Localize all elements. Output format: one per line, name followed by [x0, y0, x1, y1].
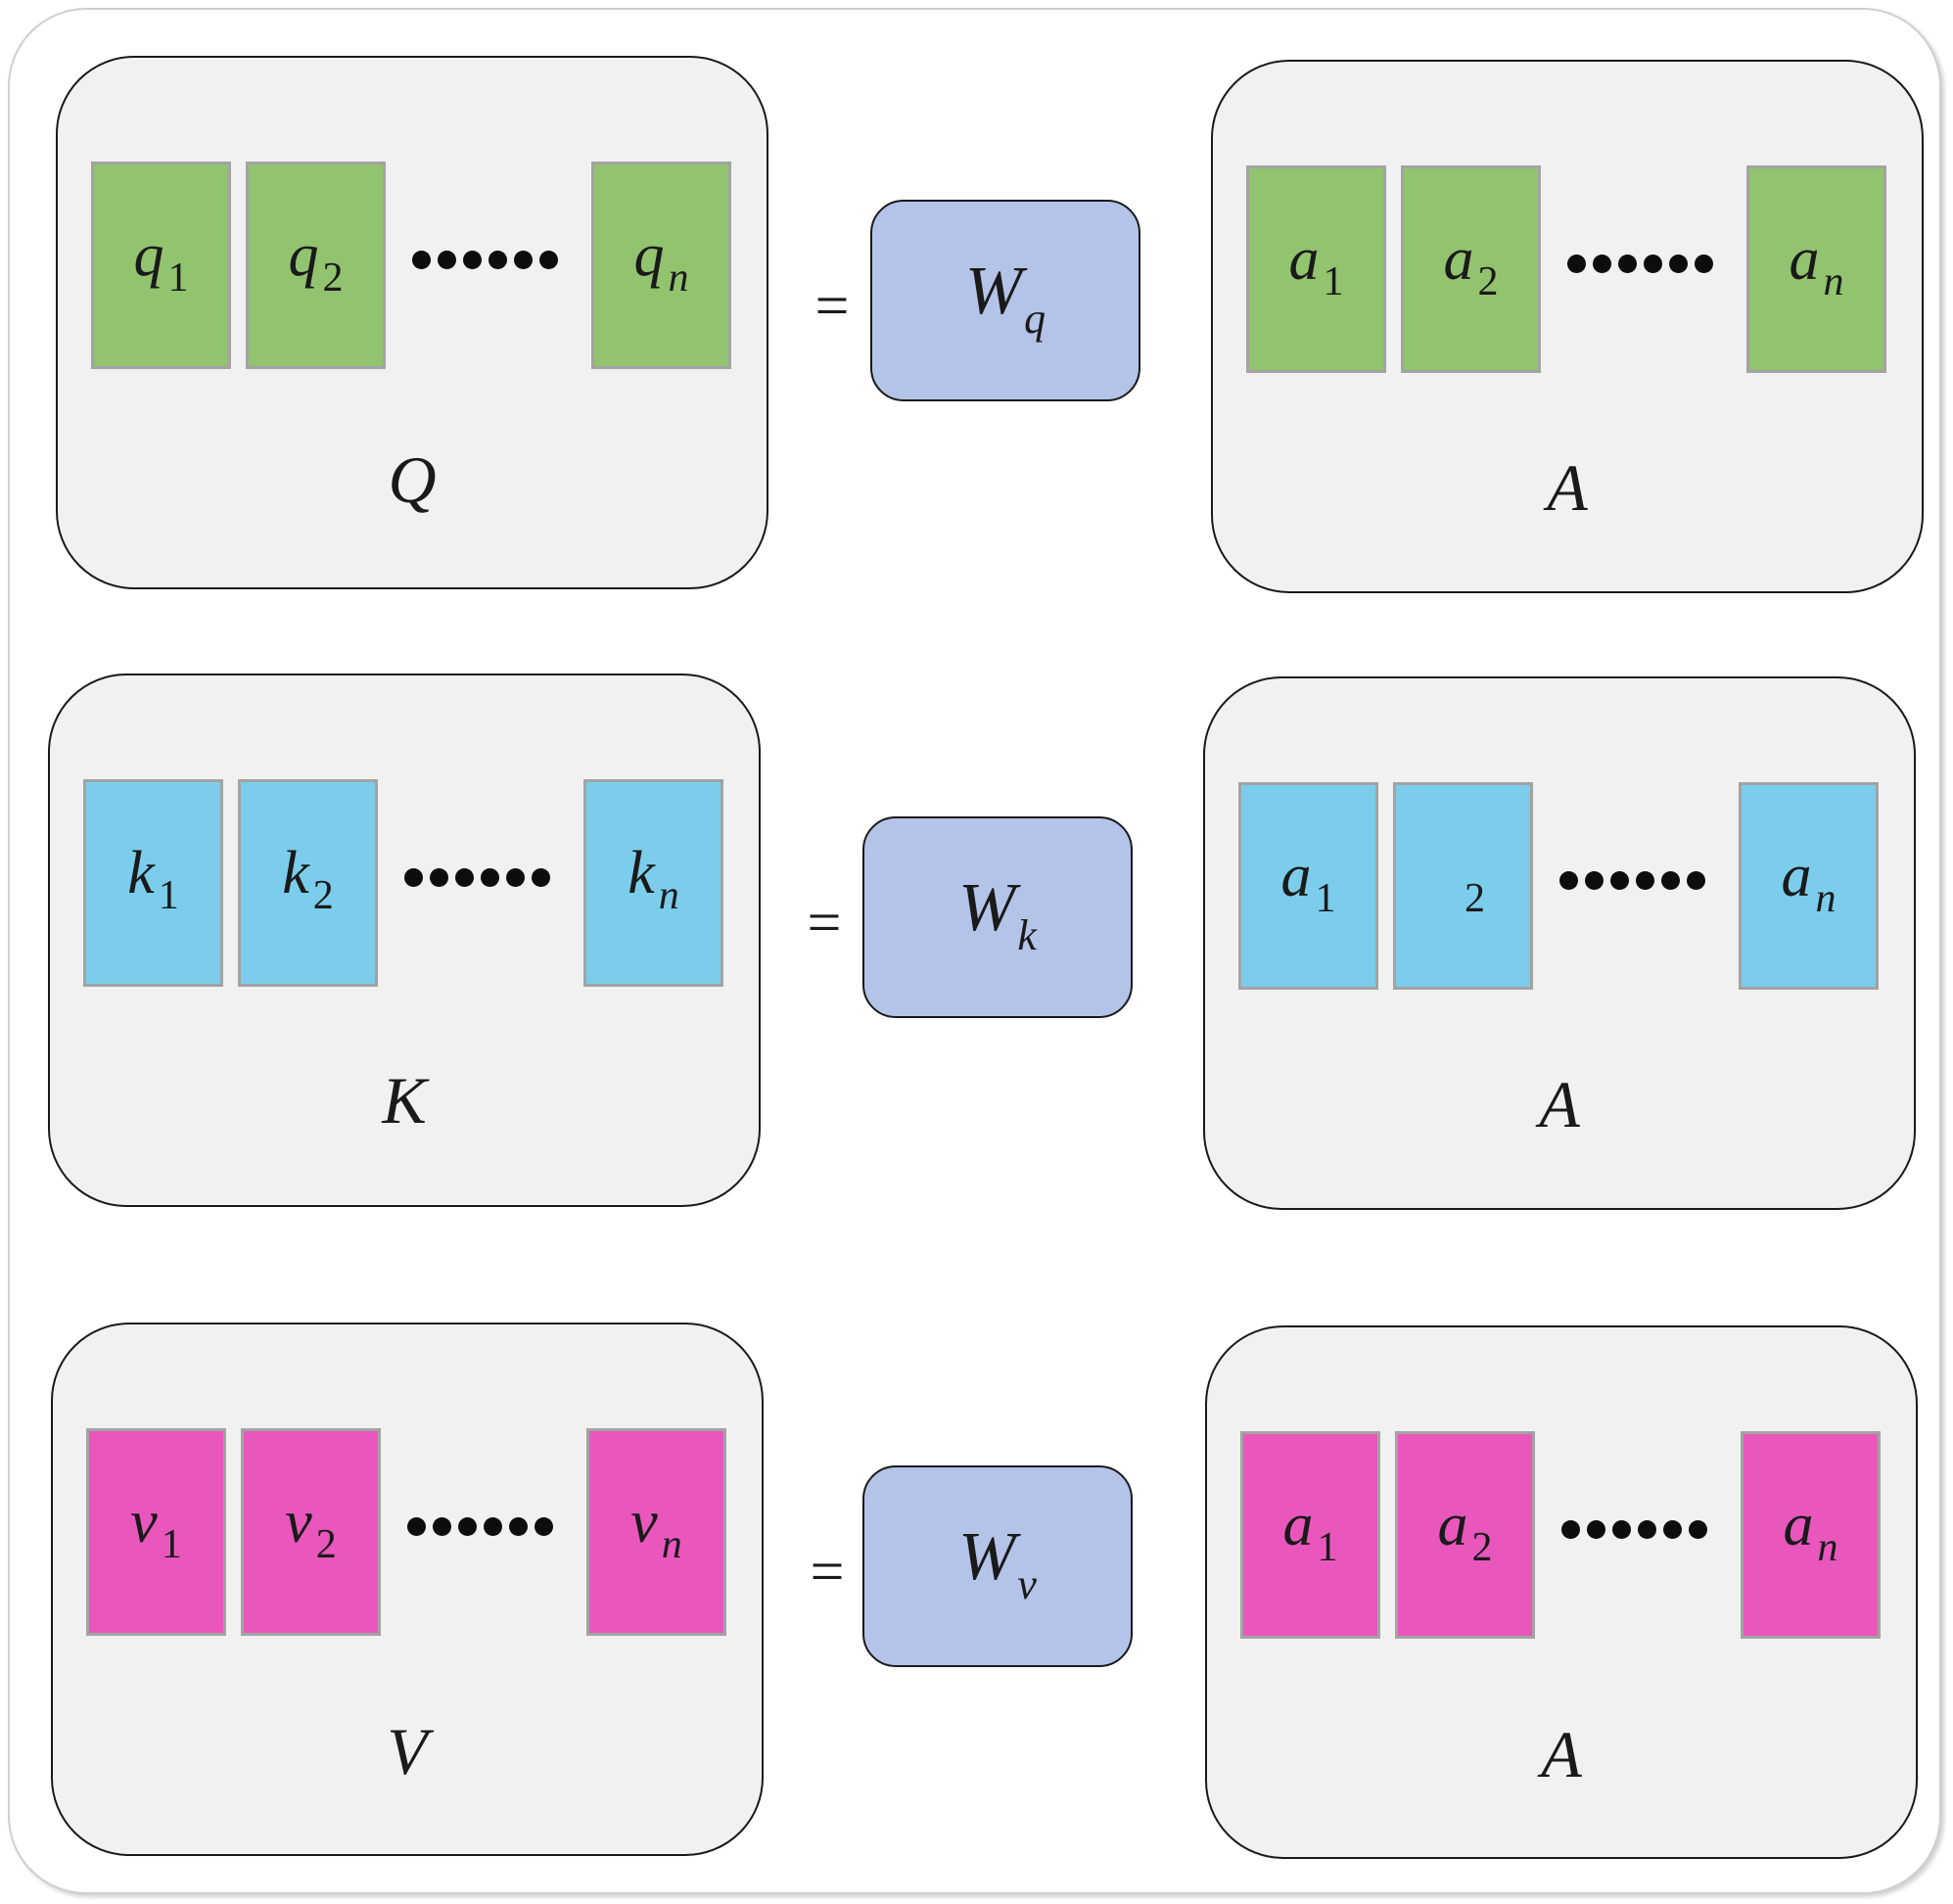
- equals-sign: =: [814, 273, 850, 340]
- ellipsis-dots: [407, 1517, 564, 1537]
- ellipsis-dots: [412, 251, 569, 270]
- a-matrix-panel-query: a1 a2 an A: [1211, 60, 1924, 593]
- q-cell-n: qn: [591, 162, 731, 369]
- equals-sign: =: [810, 1539, 845, 1605]
- a-cell-2: a2: [1401, 165, 1541, 373]
- a-cell-n: an: [1739, 782, 1879, 990]
- a-cell-n: an: [1741, 1431, 1881, 1639]
- a-matrix-label: A: [1541, 1717, 1582, 1791]
- a-cell-2: 2: [1393, 782, 1533, 990]
- v-cell-2: v2: [241, 1428, 381, 1636]
- a-matrix-panel-value: a1 a2 an A: [1205, 1325, 1918, 1859]
- q-cell-2: q2: [246, 162, 386, 369]
- v-matrix-panel: v1 v2 vn V: [51, 1323, 764, 1856]
- a-cell-1: a1: [1246, 165, 1386, 373]
- ellipsis-dots: [404, 868, 561, 888]
- q-matrix-panel: q1 q2 qn Q: [56, 56, 768, 589]
- v-matrix-label: V: [387, 1714, 428, 1788]
- k-cell-1: k1: [83, 779, 223, 987]
- a-cell-1: a1: [1240, 1431, 1380, 1639]
- k-cell-2: k2: [238, 779, 378, 987]
- wv-weight-box: Wv: [862, 1465, 1133, 1667]
- k-matrix-panel: k1 k2 kn K: [48, 673, 761, 1207]
- ellipsis-dots: [1567, 255, 1724, 274]
- v-cell-1: v1: [86, 1428, 226, 1636]
- wk-weight-box: Wk: [862, 816, 1133, 1018]
- a-matrix-label: A: [1547, 450, 1588, 525]
- ellipsis-dots: [1561, 1520, 1718, 1540]
- v-cell-n: vn: [586, 1428, 726, 1636]
- a-matrix-label: A: [1539, 1067, 1580, 1141]
- k-matrix-label: K: [382, 1063, 427, 1138]
- a-matrix-panel-key: a1 2 an A: [1203, 676, 1916, 1210]
- ellipsis-dots: [1559, 871, 1716, 891]
- q-cell-1: q1: [91, 162, 231, 369]
- a-cell-n: an: [1746, 165, 1886, 373]
- k-cell-n: kn: [583, 779, 723, 987]
- equals-sign: =: [807, 890, 842, 956]
- q-matrix-label: Q: [388, 442, 437, 517]
- a-cell-2: a2: [1395, 1431, 1535, 1639]
- a-cell-1: a1: [1238, 782, 1378, 990]
- wq-weight-box: Wq: [870, 200, 1140, 401]
